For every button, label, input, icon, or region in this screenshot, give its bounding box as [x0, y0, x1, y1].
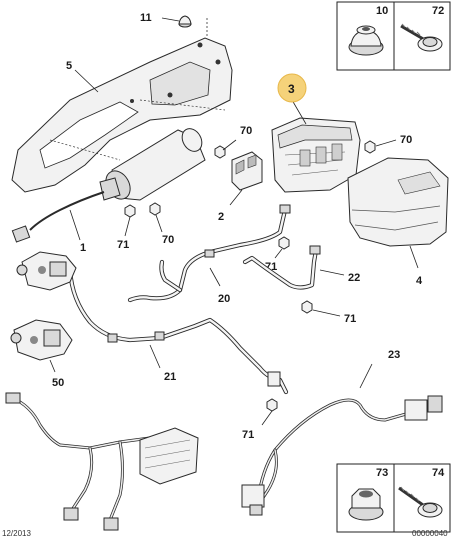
part-2-connector: 2	[218, 151, 263, 223]
label-1: 1	[80, 242, 86, 254]
part-3-control-unit: 3	[271, 73, 361, 193]
grommet-icon	[348, 25, 384, 56]
part-71-nut-c: 71	[301, 300, 356, 325]
part-1-canister-sensor: 1	[11, 128, 206, 254]
label-70a: 70	[162, 234, 174, 246]
footer-date-ref: 12/2013	[2, 529, 31, 537]
part-71-nut-d: 71	[242, 398, 278, 441]
flange-nut-icon	[348, 488, 384, 521]
label-2: 2	[218, 211, 224, 223]
wiring-harness-left	[5, 392, 199, 531]
box-label-73: 73	[376, 467, 388, 479]
box-label-74: 74	[432, 467, 445, 479]
part-11-grommet: 11	[140, 12, 208, 38]
label-23: 23	[388, 349, 400, 361]
fastener-box-bottom: 73 74	[336, 463, 451, 533]
part-71-nut-a: 71	[117, 204, 136, 251]
box-label-10: 10	[376, 5, 388, 17]
part-50-valve: 50	[10, 319, 73, 389]
part-5-mounting-bracket: 5	[11, 37, 233, 193]
label-70c: 70	[400, 134, 412, 146]
part-70-nut-a: 70	[149, 202, 174, 246]
part-70-nut-c: 70	[364, 134, 412, 154]
footer-diagram-ref: 00000040	[412, 529, 448, 537]
part-21-pipe: 21	[67, 267, 289, 395]
part-22-pipe: 22	[242, 245, 360, 290]
label-5: 5	[66, 60, 72, 72]
label-3: 3	[288, 82, 295, 96]
valve-assembly-upper	[16, 251, 77, 291]
label-4: 4	[416, 275, 423, 287]
label-71c: 71	[344, 313, 356, 325]
fastener-box-top: 10 72	[336, 1, 451, 71]
label-21: 21	[164, 371, 176, 383]
label-50: 50	[52, 377, 64, 389]
screw-washer-icon	[400, 23, 443, 52]
label-70b: 70	[240, 125, 252, 137]
box-label-72: 72	[432, 5, 444, 17]
part-4-cover: 4	[347, 157, 449, 287]
part-70-nut-b: 70	[214, 125, 252, 159]
label-22: 22	[348, 272, 360, 284]
label-71a: 71	[117, 239, 129, 251]
part-23-wiring-harness: 23	[241, 349, 443, 516]
label-11: 11	[140, 12, 152, 24]
label-20: 20	[218, 293, 230, 305]
label-71d: 71	[242, 429, 254, 441]
self-tapping-screw-icon	[398, 486, 443, 518]
part-20-pipe: 20	[127, 204, 291, 305]
callout-highlight-3	[277, 73, 307, 103]
